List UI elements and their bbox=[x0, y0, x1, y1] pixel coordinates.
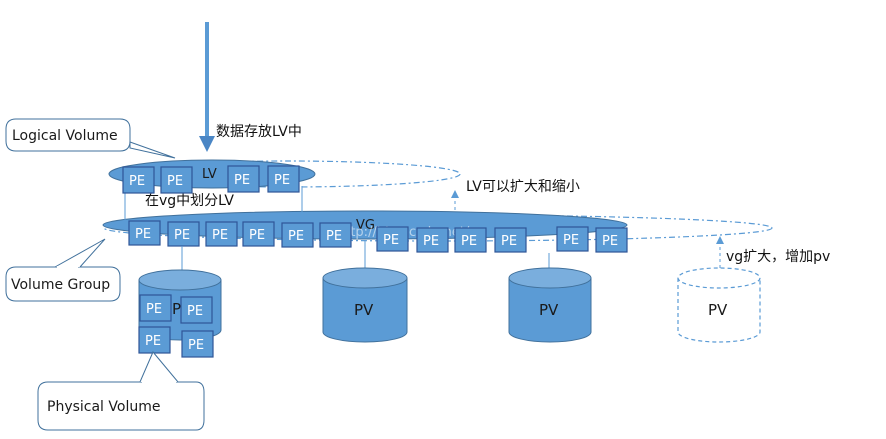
pe-label: PE bbox=[563, 233, 579, 248]
pe-block bbox=[416, 227, 449, 253]
pe-block bbox=[227, 165, 260, 193]
pe-block bbox=[454, 227, 487, 253]
callout-volume-group: Volume Group bbox=[5, 238, 121, 302]
pe-block bbox=[160, 166, 193, 194]
pe-block bbox=[128, 220, 161, 246]
lv-pe-blocks: PE PE PE PE bbox=[122, 165, 300, 194]
pe-block bbox=[494, 227, 527, 253]
pe-label: PE bbox=[145, 334, 161, 349]
pe-label: PE bbox=[188, 338, 204, 353]
pe-block bbox=[167, 221, 200, 247]
pe-label: PE bbox=[602, 234, 618, 249]
pe-label: PE bbox=[212, 228, 228, 243]
data-input-arrow bbox=[199, 22, 215, 152]
pe-label: PE bbox=[135, 227, 151, 242]
callout-label: Physical Volume bbox=[47, 399, 160, 415]
pe-block bbox=[556, 226, 589, 252]
pe-label: PE bbox=[326, 229, 342, 244]
pv-cylinder-2: PV bbox=[322, 267, 408, 343]
pe-block bbox=[267, 165, 300, 193]
note-lv-resize: LV可以扩大和缩小 bbox=[466, 179, 580, 195]
pe-block bbox=[181, 330, 214, 358]
vg-label: VG bbox=[356, 218, 375, 233]
pe-label: PE bbox=[423, 234, 439, 249]
pe-label: PE bbox=[501, 234, 517, 249]
pe-label: PE bbox=[234, 173, 250, 188]
pv-cylinder-3: PV bbox=[508, 267, 592, 343]
callout-physical-volume: Physical Volume bbox=[37, 351, 205, 431]
pe-label: PE bbox=[167, 174, 183, 189]
pe-block bbox=[180, 296, 213, 324]
pv-label: PV bbox=[354, 301, 374, 319]
pe-block bbox=[205, 221, 238, 247]
pe-label: PE bbox=[274, 173, 290, 188]
pe-label: PE bbox=[461, 234, 477, 249]
pv-label: PV bbox=[708, 301, 728, 319]
pv-label: PV bbox=[539, 301, 559, 319]
pe-block bbox=[122, 166, 155, 194]
pe-label: PE bbox=[129, 174, 145, 189]
vg-pe-blocks: PE PE PE PE PE PE PE PE PE PE PE PE bbox=[128, 220, 628, 253]
pv-label-partial: P bbox=[172, 300, 181, 318]
callout-label: Volume Group bbox=[11, 277, 110, 293]
pe-label: PE bbox=[383, 233, 399, 248]
note-store-data: 数据存放LV中 bbox=[216, 124, 302, 140]
pe-block bbox=[595, 227, 628, 253]
pv1-pe-blocks: PE PE PE PE bbox=[138, 294, 214, 358]
pe-block bbox=[139, 294, 172, 322]
pe-label: PE bbox=[174, 228, 190, 243]
pe-block bbox=[138, 326, 171, 354]
callout-label: Logical Volume bbox=[12, 128, 118, 144]
pe-label: PE bbox=[187, 304, 203, 319]
pe-label: PE bbox=[249, 228, 265, 243]
lv-label: LV bbox=[202, 167, 217, 182]
note-carve-lv: 在vg中划分LV bbox=[145, 193, 234, 209]
pe-block bbox=[319, 222, 352, 248]
note-vg-expand: vg扩大，增加pv bbox=[726, 249, 830, 265]
pe-block bbox=[281, 222, 314, 248]
callout-logical-volume: Logical Volume bbox=[5, 118, 176, 159]
pe-label: PE bbox=[146, 302, 162, 317]
pe-block bbox=[376, 226, 409, 252]
pv-cylinder-new: PV bbox=[677, 267, 761, 343]
pe-label: PE bbox=[288, 229, 304, 244]
pe-block bbox=[242, 221, 275, 247]
